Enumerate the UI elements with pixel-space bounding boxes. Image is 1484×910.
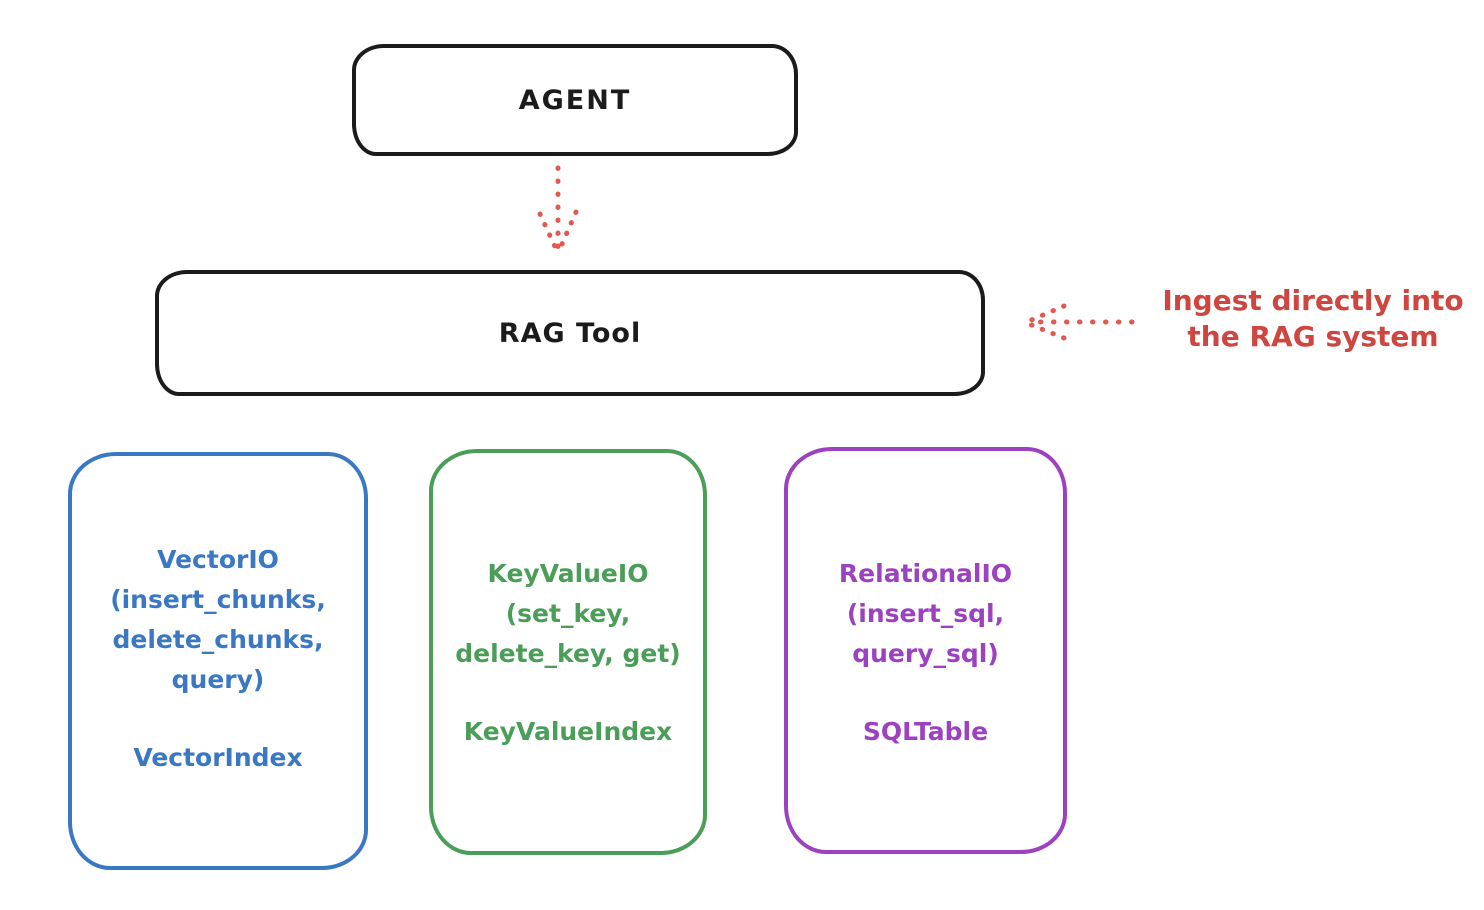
agent-box: AGENT xyxy=(352,44,798,156)
agent-box-label: AGENT xyxy=(518,84,632,116)
keyvalue-io-methods-line-1: (set_key, xyxy=(505,599,631,628)
relational-io-box: RelationalIO (insert_sql, query_sql) SQL… xyxy=(784,447,1067,854)
sql-table-label: SQLTable xyxy=(862,717,989,746)
agent-to-ragtool-arrow xyxy=(537,165,579,254)
vector-io-methods-line-3: query) xyxy=(171,665,265,694)
relational-io-methods-line-2: query_sql) xyxy=(852,639,999,668)
rag-tool-box-label: RAG Tool xyxy=(498,317,642,349)
keyvalue-io-methods-line-2: delete_key, get) xyxy=(455,639,681,668)
keyvalue-io-title: KeyValueIO xyxy=(487,559,649,588)
annotation-line-2: the RAG system xyxy=(1187,320,1439,353)
relational-io-methods-line-1: (insert_sql, xyxy=(846,599,1005,628)
relational-io-title: RelationalIO xyxy=(838,559,1013,588)
annotation-to-ragtool-arrow xyxy=(1026,303,1135,341)
vector-io-methods-line-2: delete_chunks, xyxy=(112,625,324,654)
annotation-line-1: Ingest directly into xyxy=(1162,284,1464,317)
keyvalue-io-box: KeyValueIO (set_key, delete_key, get) Ke… xyxy=(429,449,707,855)
vector-io-methods-line-1: (insert_chunks, xyxy=(110,585,326,614)
vector-io-box: VectorIO (insert_chunks, delete_chunks, … xyxy=(68,452,368,870)
vector-index-label: VectorIndex xyxy=(133,743,303,772)
annotation-ingest: Ingest directly into the RAG system xyxy=(1142,283,1484,355)
keyvalue-index-label: KeyValueIndex xyxy=(463,717,673,746)
vector-io-title: VectorIO xyxy=(157,545,279,574)
rag-tool-box: RAG Tool xyxy=(155,270,985,396)
